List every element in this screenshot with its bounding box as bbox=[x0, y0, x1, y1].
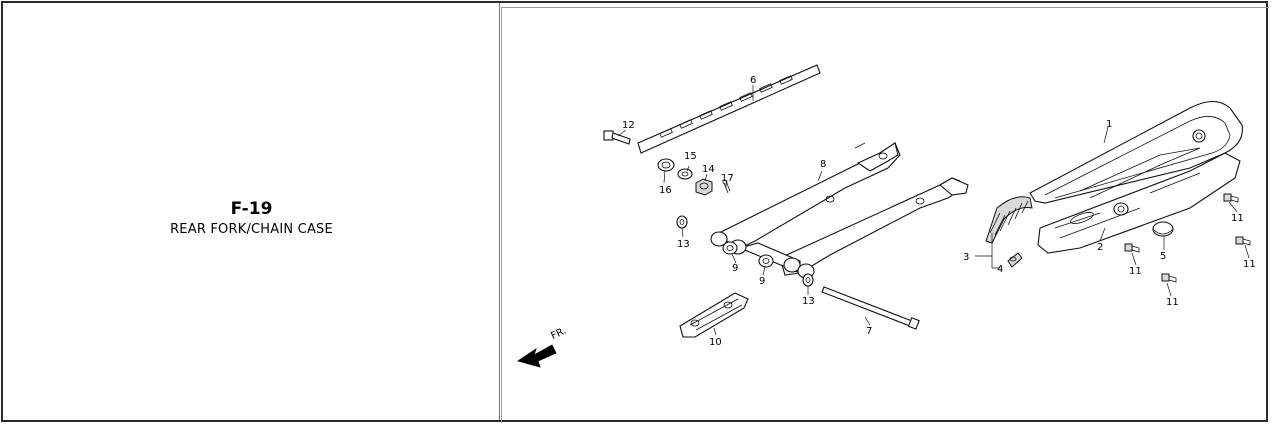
callout-11-d: 11 bbox=[1166, 297, 1179, 308]
callout-6: 6 bbox=[750, 75, 756, 86]
part-nut[interactable] bbox=[695, 178, 713, 196]
callout-11-a: 11 bbox=[1231, 213, 1244, 224]
callout-14: 14 bbox=[702, 164, 715, 175]
callout-12: 12 bbox=[622, 120, 635, 131]
exploded-parts-diagram: FR. bbox=[517, 64, 1256, 368]
callout-7: 7 bbox=[866, 326, 872, 337]
part-washer-13b[interactable] bbox=[802, 273, 814, 287]
figure-code: F-19 bbox=[230, 199, 273, 219]
callout-16: 16 bbox=[659, 185, 672, 196]
part-chain-guide[interactable] bbox=[679, 292, 749, 338]
front-direction-label: FR. bbox=[549, 326, 568, 343]
part-chain-joint[interactable] bbox=[1007, 252, 1023, 268]
part-pivot-shaft[interactable] bbox=[821, 286, 920, 330]
callout-9-right: 9 bbox=[759, 276, 765, 287]
part-washer[interactable] bbox=[657, 158, 675, 172]
part-collar[interactable] bbox=[677, 168, 693, 180]
callout-2: 2 bbox=[1097, 242, 1103, 253]
callout-15: 15 bbox=[684, 151, 697, 162]
part-bolt[interactable] bbox=[603, 130, 631, 145]
callout-13-upper: 13 bbox=[677, 239, 690, 250]
callout-8: 8 bbox=[820, 159, 826, 170]
callout-10: 10 bbox=[709, 337, 722, 348]
diagram-border bbox=[501, 7, 1269, 423]
part-washer-13a[interactable] bbox=[676, 215, 688, 229]
part-cap[interactable] bbox=[1152, 221, 1174, 237]
part-bushing-a[interactable] bbox=[722, 241, 738, 255]
leader-lines bbox=[617, 85, 1250, 336]
part-rear-fork[interactable] bbox=[710, 142, 969, 279]
part-bolt-11d[interactable] bbox=[1161, 273, 1177, 283]
callout-5: 5 bbox=[1160, 251, 1166, 262]
callout-11-b: 11 bbox=[1129, 266, 1142, 277]
callout-4: 4 bbox=[997, 264, 1003, 275]
part-drive-chain[interactable] bbox=[985, 196, 1033, 244]
callout-9-left: 9 bbox=[732, 263, 738, 274]
part-chain-slider[interactable] bbox=[637, 64, 821, 154]
part-bolt-11b[interactable] bbox=[1124, 243, 1140, 253]
callout-13-lower: 13 bbox=[802, 296, 815, 307]
exploded-diagram-panel: FR. bbox=[500, 3, 1269, 423]
callout-17: 17 bbox=[721, 173, 734, 184]
part-bolt-11c[interactable] bbox=[1235, 236, 1251, 246]
callout-labels: 6 12 15 14 16 17 13 8 9 9 13 7 10 1 2 3 … bbox=[622, 75, 1256, 348]
callout-1: 1 bbox=[1106, 119, 1112, 130]
figure-caption-panel: F-19 REAR FORK/CHAIN CASE bbox=[3, 3, 500, 420]
front-direction-arrow-icon bbox=[517, 344, 557, 368]
part-chain-case-lower[interactable] bbox=[1037, 152, 1241, 254]
part-bolt-11a[interactable] bbox=[1223, 193, 1239, 203]
figure-title: REAR FORK/CHAIN CASE bbox=[170, 222, 333, 237]
callout-11-c: 11 bbox=[1243, 259, 1256, 270]
callout-3: 3 bbox=[963, 252, 969, 263]
part-bushing-b[interactable] bbox=[758, 254, 774, 268]
